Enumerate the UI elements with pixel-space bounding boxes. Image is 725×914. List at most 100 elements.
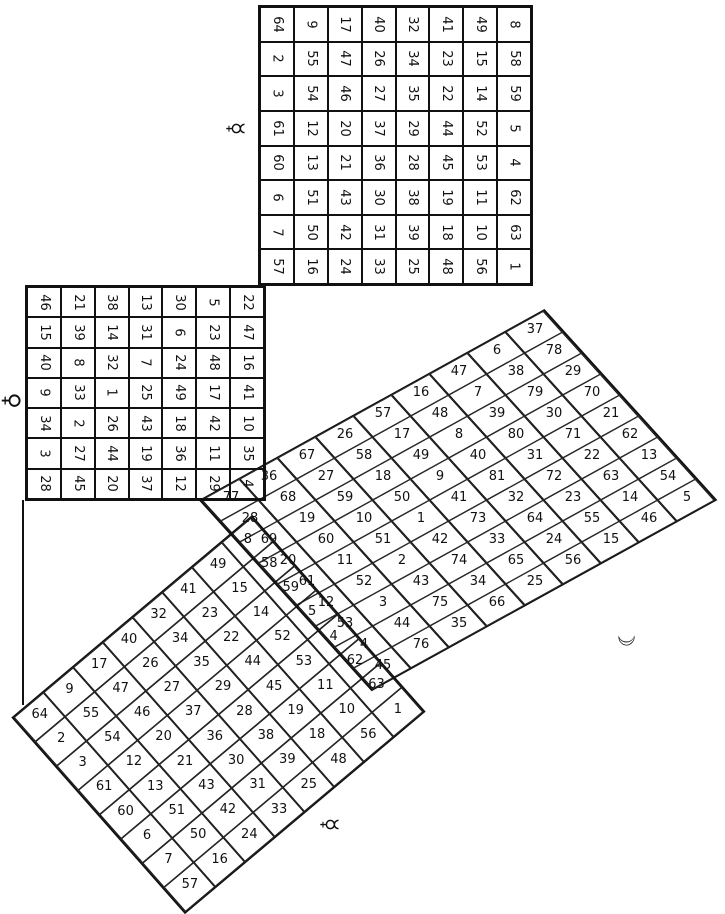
cell-number: 58 (355, 448, 373, 463)
cell-number: 53 (295, 653, 313, 669)
square-cell: 5 (196, 287, 231, 318)
square-cell: 19 (429, 180, 464, 215)
cell-number: 7 (164, 852, 173, 868)
square-cell: 4 (497, 145, 531, 181)
cell-number: 12 (317, 595, 335, 610)
cell-number: 19 (298, 511, 316, 526)
cell-number: 6 (142, 828, 152, 844)
square-cell: 34 (395, 41, 430, 77)
cell-number: 73 (469, 511, 487, 526)
cell-number: 39 (404, 223, 420, 241)
square-cell: 7 (128, 347, 163, 378)
cell-number: 43 (412, 574, 430, 589)
cell-number: 35 (193, 655, 210, 671)
square-cell: 22 (429, 76, 464, 111)
cell-number: 44 (438, 119, 454, 137)
cell-number: 12 (303, 119, 319, 137)
cell-number: 36 (371, 154, 387, 172)
cell-number: 28 (36, 475, 52, 493)
cell-number: 5 (506, 124, 522, 133)
cell-number: 62 (346, 653, 364, 669)
cell-number: 4 (359, 637, 369, 652)
cell-number: 69 (260, 532, 278, 547)
cell-number: 36 (171, 445, 187, 462)
cell-number: 44 (244, 654, 262, 670)
cell-number: 34 (171, 630, 189, 646)
cell-number: 52 (274, 629, 291, 645)
cell-number: 81 (488, 469, 506, 484)
cell-number: 35 (404, 85, 420, 102)
square-cell: 29 (196, 468, 231, 499)
cell-number: 56 (564, 553, 582, 568)
mercury-symbol-bottom: ☿ (316, 817, 342, 832)
cell-number: 14 (472, 85, 488, 102)
cell-number: 58 (261, 555, 278, 571)
square-cell: 41 (230, 377, 264, 409)
cell-number: 49 (209, 556, 227, 572)
cell-number: 60 (317, 532, 335, 547)
square-cell: 14 (94, 317, 129, 348)
cell-number: 5 (308, 604, 317, 620)
cell-number: 19 (137, 445, 153, 462)
cell-number: 13 (303, 154, 319, 172)
square-cell: 15 (463, 41, 498, 77)
square-cell: 47 (230, 317, 264, 348)
square-cell: 48 (429, 249, 464, 284)
cell-number: 41 (450, 490, 468, 505)
cell-number: 23 (201, 605, 219, 621)
square-cell: 20 (94, 468, 129, 499)
cell-number: 1 (393, 701, 403, 717)
cell-number: 46 (133, 705, 151, 721)
cell-number: 47 (337, 50, 353, 68)
cell-number: 15 (602, 532, 620, 547)
square-cell: 43 (128, 408, 163, 439)
cell-number: 45 (265, 678, 283, 694)
square-cell: 5 (497, 110, 531, 146)
cell-number: 50 (393, 490, 411, 505)
mercury-symbol-top: ☿ (222, 121, 248, 136)
cell-number: 38 (507, 364, 525, 379)
square-cell: 37 (128, 468, 163, 499)
cell-number: 52 (472, 119, 488, 137)
cell-number: 6 (171, 328, 187, 337)
cell-number: 55 (583, 511, 601, 526)
cell-number: 27 (163, 680, 181, 696)
cell-number: 53 (472, 154, 488, 172)
cell-number: 45 (70, 475, 86, 493)
cell-number: 51 (168, 803, 186, 819)
moon-symbol: ☽ (612, 627, 638, 648)
cell-number: 44 (104, 445, 120, 462)
square-cell: 3 (260, 76, 294, 111)
square-cell: 33 (60, 377, 95, 409)
cell-number: 8 (243, 531, 252, 547)
square-cell: 57 (260, 249, 294, 284)
cell-number: 13 (640, 448, 658, 463)
square-cell: 17 (327, 7, 362, 42)
square-cell: 49 (162, 377, 197, 409)
square-cell: 42 (327, 214, 362, 250)
cell-number: 8 (454, 427, 464, 442)
cell-number: 3 (36, 449, 52, 458)
cell-number: 33 (488, 532, 506, 547)
square-cell: 33 (361, 249, 396, 284)
cell-number: 30 (171, 293, 187, 311)
cell-number: 9 (65, 681, 74, 697)
square-cell: 9 (293, 7, 328, 42)
cell-number: 31 (249, 777, 266, 793)
cell-number: 59 (282, 580, 300, 596)
cell-number: 24 (545, 532, 563, 547)
cell-number: 9 (303, 20, 319, 29)
cell-number: 25 (300, 776, 318, 792)
square-cell: 32 (94, 347, 129, 378)
square-cell: 25 (395, 249, 430, 284)
square-cell: 19 (128, 438, 163, 469)
cell-number: 50 (303, 223, 319, 241)
cell-number: 43 (198, 778, 215, 794)
square-cell: 6 (162, 317, 197, 348)
cell-number: 34 (36, 415, 52, 432)
cell-number: 63 (602, 469, 620, 484)
square-cell: 60 (260, 145, 294, 181)
cell-number: 38 (104, 293, 120, 311)
cell-number: 11 (317, 678, 334, 694)
cell-number: 19 (287, 703, 304, 719)
